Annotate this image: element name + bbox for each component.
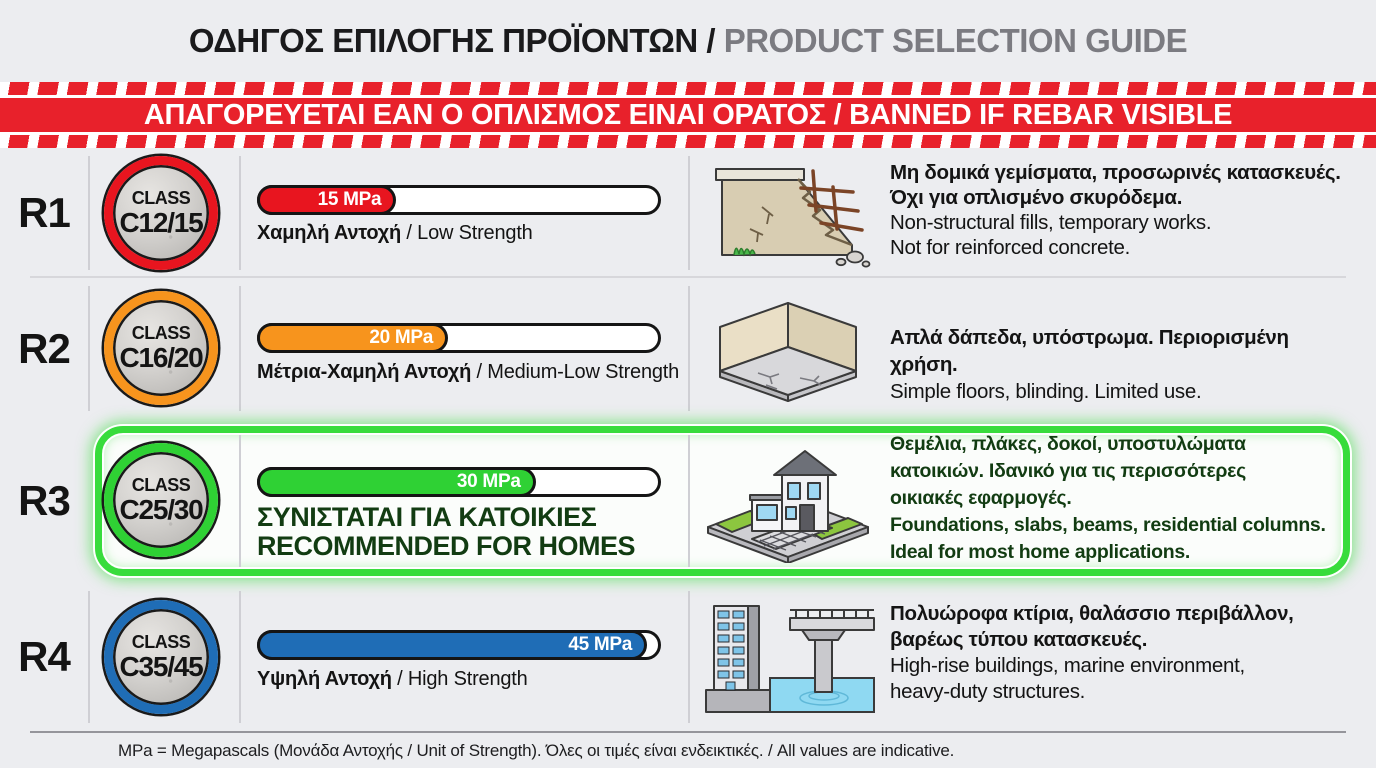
usage-english: Simple floors, blinding. Limited use.	[890, 380, 1202, 403]
strength-bar-fill: 15 MPa	[257, 185, 397, 215]
mpa-label: 45 MPa	[568, 634, 633, 655]
column-divider	[88, 156, 90, 270]
strength-bar-r1: 15 MPa	[257, 185, 661, 215]
strength-bar-fill: 20 MPa	[257, 323, 449, 353]
class-badge-label: CLASS	[131, 188, 191, 208]
usage-greek: Πολυώροφα κτίρια, θαλάσσιο περιβάλλον, β…	[890, 602, 1294, 651]
column-divider	[239, 156, 241, 270]
strength-caption-english: Medium-Low Strength	[487, 361, 680, 383]
usage-greek: Απλά δάπεδα, υπόστρωμα. Περιορισμένη χρή…	[890, 326, 1289, 376]
class-badge-c1620: CLASS C16/20	[104, 291, 218, 405]
usage-description-r3: Θεμέλια, πλάκες, δοκοί, υποστυλώματα κατ…	[890, 431, 1356, 566]
strength-caption-r2: Μέτρια-Χαμηλή Αντοχή / Medium-Low Streng…	[257, 361, 679, 384]
column-divider	[239, 286, 241, 411]
high-rise-marine-icon	[700, 598, 880, 716]
caption-separator: /	[471, 361, 488, 383]
page-title-english: PRODUCT SELECTION GUIDE	[715, 22, 1188, 59]
class-badge-value: C35/45	[119, 651, 203, 682]
caption-separator: /	[401, 222, 418, 244]
row-separator	[30, 276, 1346, 278]
usage-description-r1: Μη δομικά γεμίσματα, προσωρινές κατασκευ…	[890, 160, 1356, 260]
row-label-r3: R3	[18, 477, 71, 524]
mpa-label: 20 MPa	[369, 327, 434, 348]
house-foundation-icon	[700, 439, 880, 563]
room-corner-floor-icon	[700, 293, 880, 405]
strength-caption-greek: Χαμηλή Αντοχή	[257, 222, 402, 244]
column-divider	[88, 286, 90, 411]
mpa-label: 30 MPa	[456, 471, 521, 492]
warning-banner: ΑΠΑΓΟΡΕΥΕΤΑΙ ΕΑΝ Ο ΟΠΛΙΣΜΟΣ ΕΙΝΑΙ ΟΡΑΤΟΣ…	[0, 82, 1376, 148]
hazard-stripe-bottom	[0, 135, 1376, 148]
strength-caption-r4: Υψηλή Αντοχή / High Strength	[257, 668, 528, 691]
strength-bar-r3: 30 MPa	[257, 467, 661, 497]
class-badge-label: CLASS	[131, 475, 191, 495]
mpa-label: 15 MPa	[317, 189, 382, 210]
usage-greek: Θεμέλια, πλάκες, δοκοί, υποστυλώματα κατ…	[890, 433, 1246, 509]
hazard-stripe-top	[0, 82, 1376, 95]
column-divider	[688, 435, 690, 567]
column-divider	[688, 286, 690, 411]
page-title-greek: ΟΔΗΓΟΣ ΕΠΙΛΟΓΗΣ ΠΡΟΪΟΝΤΩΝ /	[188, 22, 716, 59]
class-badge-value: C12/15	[119, 207, 203, 238]
usage-english: Non-structural fills, temporary works. N…	[890, 211, 1212, 259]
column-divider	[239, 591, 241, 723]
strength-bar-fill: 45 MPa	[257, 630, 648, 660]
header: ΟΔΗΓΟΣ ΕΠΙΛΟΓΗΣ ΠΡΟΪΟΝΤΩΝ / PRODUCT SELE…	[0, 0, 1376, 82]
recommended-text-greek: ΣΥΝΙΣΤΑΤΑΙ ΓΙΑ ΚΑΤΟΙΚΙΕΣ	[257, 502, 597, 532]
strength-caption-english: Low Strength	[417, 222, 533, 244]
warning-banner-text: ΑΠΑΓΟΡΕΥΕΤΑΙ ΕΑΝ Ο ΟΠΛΙΣΜΟΣ ΕΙΝΑΙ ΟΡΑΤΟΣ…	[143, 98, 1233, 131]
column-divider	[88, 591, 90, 723]
class-badge-label: CLASS	[131, 632, 191, 652]
column-divider	[688, 156, 690, 270]
strength-caption-greek: Υψηλή Αντοχή	[257, 668, 392, 690]
row-label-r4: R4	[18, 633, 71, 680]
footer-note: MPa = Megapascals (Μονάδα Αντοχής / Unit…	[118, 741, 955, 760]
strength-caption-greek: Μέτρια-Χαμηλή Αντοχή	[257, 361, 472, 383]
row-r2: R2 CLASS C16/20 20 MPa Μέτρια-Χαμηλή Αντ…	[0, 278, 1376, 419]
usage-english: Foundations, slabs, beams, residential c…	[890, 514, 1326, 563]
caption-separator: /	[391, 668, 408, 690]
usage-greek: Μη δομικά γεμίσματα, προσωρινές κατασκευ…	[890, 161, 1341, 209]
strength-bar-r2: 20 MPa	[257, 323, 661, 353]
row-label-r1: R1	[18, 189, 71, 236]
footer-divider	[30, 731, 1346, 733]
strength-bar-fill: 30 MPa	[257, 467, 536, 497]
page-title: ΟΔΗΓΟΣ ΕΠΙΛΟΓΗΣ ΠΡΟΪΟΝΤΩΝ / PRODUCT SELE…	[188, 22, 1188, 60]
recommended-highlight-frame	[95, 426, 1350, 576]
strength-caption-r1: Χαμηλή Αντοχή / Low Strength	[257, 222, 533, 245]
usage-description-r2: Απλά δάπεδα, υπόστρωμα. Περιορισμένη χρή…	[890, 324, 1356, 405]
row-r1: R1 CLASS C12/15 15 MPa Χαμηλή Αντοχή / L…	[0, 148, 1376, 278]
column-divider	[239, 435, 241, 567]
class-badge-value: C25/30	[119, 494, 203, 525]
usage-english: High-rise buildings, marine environment,…	[890, 654, 1245, 703]
class-badge-c3545: CLASS C35/45	[104, 600, 218, 714]
usage-description-r4: Πολυώροφα κτίρια, θαλάσσιο περιβάλλον, β…	[890, 601, 1356, 705]
row-label-r2: R2	[18, 324, 71, 372]
warning-banner-body: ΑΠΑΓΟΡΕΥΕΤΑΙ ΕΑΝ Ο ΟΠΛΙΣΜΟΣ ΕΙΝΑΙ ΟΡΑΤΟΣ…	[0, 95, 1376, 135]
strength-bar-r4: 45 MPa	[257, 630, 661, 660]
class-badge-value: C16/20	[119, 342, 203, 373]
row-r3-recommended: R3 CLASS C25/30 30 MPa ΣΥΝΙΣΤΑΤΑΙ ΓΙΑ ΚΑ…	[0, 419, 1376, 583]
strength-caption-english: High Strength	[407, 668, 528, 690]
class-badge-c1215: CLASS C12/15	[104, 156, 218, 270]
row-r4: R4 CLASS C35/45 45 MPa Υψηλή Αντοχή / Hi…	[0, 583, 1376, 731]
footer: MPa = Megapascals (Μονάδα Αντοχής / Unit…	[0, 731, 1376, 768]
column-divider	[688, 591, 690, 723]
crumbling-wall-icon	[700, 157, 880, 269]
class-badge-label: CLASS	[131, 323, 191, 343]
class-badge-c2530: CLASS C25/30	[104, 443, 218, 557]
recommended-text-english: RECOMMENDED FOR HOMES	[257, 531, 636, 561]
